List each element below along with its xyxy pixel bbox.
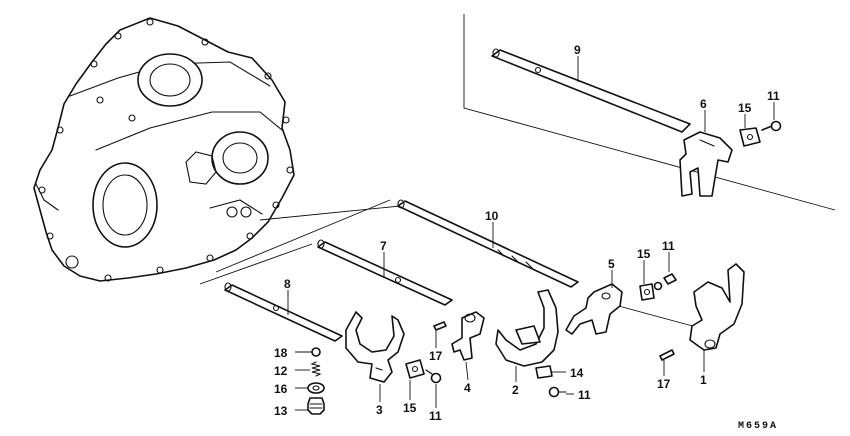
bolt-11-lower-left — [425, 369, 442, 384]
callout-17-right: 17 — [657, 377, 671, 391]
callout-1: 1 — [700, 373, 707, 387]
shift-shaft-10 — [397, 199, 579, 288]
ball-18 — [311, 347, 321, 357]
plate-15-right — [639, 283, 655, 301]
transmission-housing — [33, 17, 295, 282]
callout-16: 16 — [274, 382, 288, 396]
callout-17-left: 17 — [429, 349, 443, 363]
washer-16 — [307, 382, 325, 394]
plug-bolt-13 — [307, 397, 325, 415]
selector-arm-4 — [451, 311, 485, 361]
callout-11-inset: 11 — [767, 89, 780, 103]
callout-13: 13 — [274, 404, 288, 418]
shift-fork-2 — [495, 289, 559, 367]
shift-shaft-7 — [317, 239, 453, 306]
callout-10: 10 — [485, 209, 499, 223]
callout-15-right: 15 — [637, 247, 651, 261]
bolt-11-right — [653, 273, 677, 291]
shift-fork-1 — [689, 263, 745, 351]
callout-4: 4 — [464, 381, 471, 395]
callout-2: 2 — [512, 383, 519, 397]
dowel-pin-17-right — [659, 349, 675, 361]
shift-fork-3 — [345, 311, 405, 383]
callout-15-inset: 15 — [738, 101, 752, 115]
plate-15-lower — [405, 359, 425, 379]
bolt-11-lower-right — [548, 386, 567, 398]
callout-6: 6 — [700, 97, 707, 111]
dowel-pin-17-left — [433, 321, 447, 331]
shift-fork-6 — [679, 131, 733, 197]
callout-5: 5 — [608, 257, 615, 271]
retaining-plate-15-inset — [739, 127, 761, 147]
spring-12 — [310, 361, 322, 377]
bolt-11-inset — [761, 120, 782, 132]
callout-labels: 9 6 15 11 10 7 8 5 15 11 18 12 16 13 3 1… — [274, 43, 780, 432]
drawing-code: M659A — [738, 421, 778, 432]
callout-11-lower: 11 — [429, 409, 442, 423]
leader-lines — [287, 56, 775, 411]
callout-18: 18 — [274, 346, 288, 360]
callout-15-lower: 15 — [403, 401, 417, 415]
shift-shaft-9 — [491, 48, 691, 133]
callout-8: 8 — [284, 277, 291, 291]
callout-9: 9 — [574, 43, 581, 57]
callout-3: 3 — [376, 403, 383, 417]
shift-arm-5 — [565, 283, 623, 335]
callout-11-lower-right: 11 — [578, 388, 591, 402]
callout-12: 12 — [274, 364, 288, 378]
shift-shaft-8 — [224, 282, 343, 342]
pin-14 — [535, 365, 553, 379]
callout-14: 14 — [570, 366, 584, 380]
callout-7: 7 — [380, 239, 387, 253]
callout-11-right: 11 — [662, 239, 675, 253]
